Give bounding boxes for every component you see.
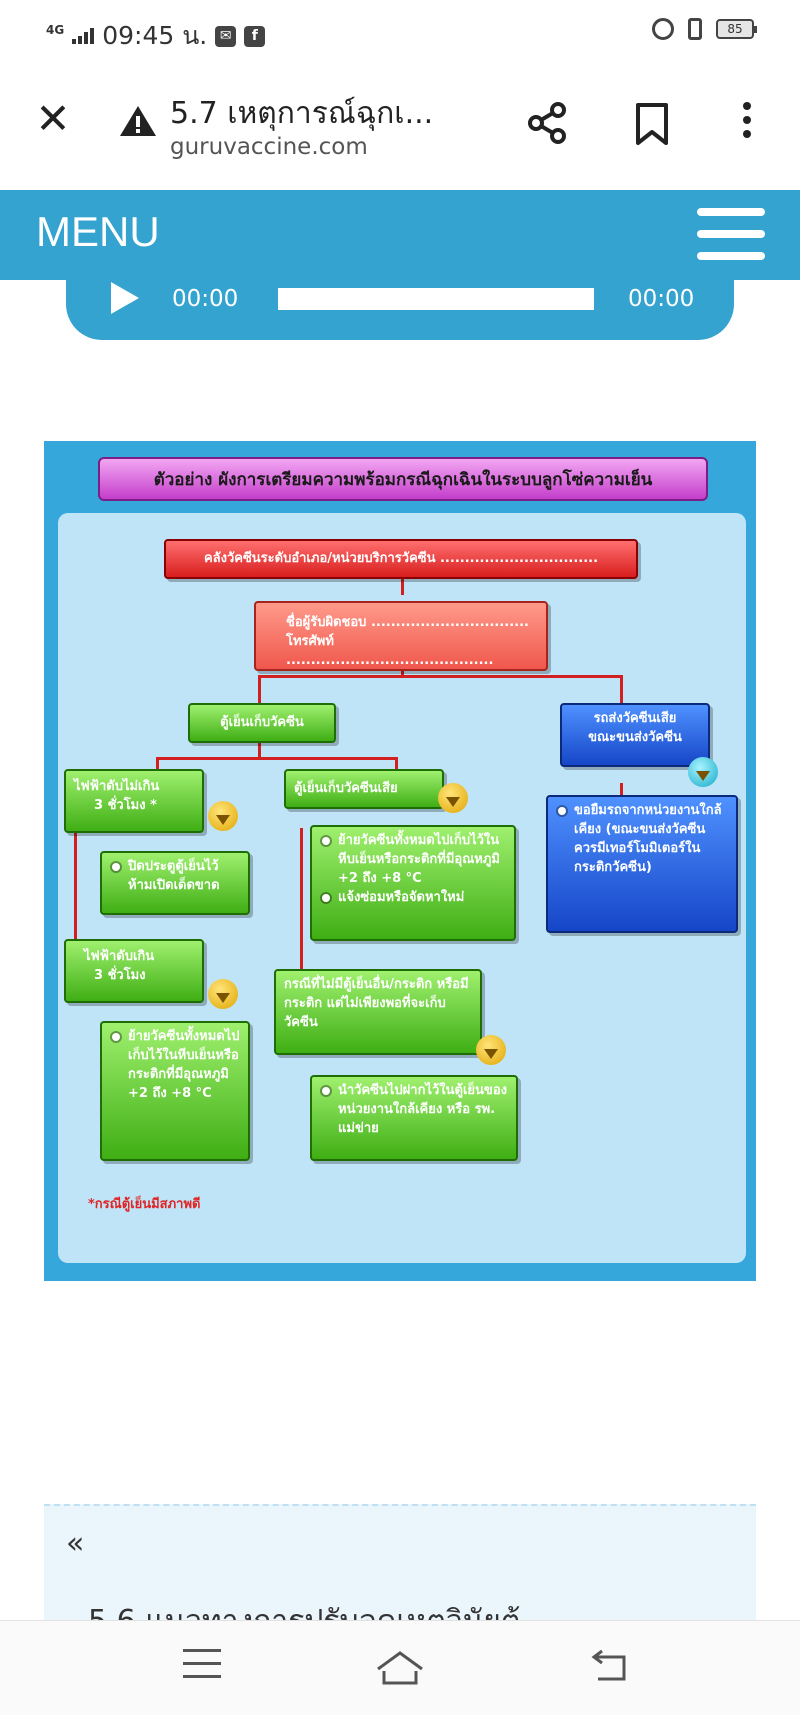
flowchart-footnote: *กรณีตู้เย็นมีสภาพดี — [88, 1197, 201, 1212]
vehicle-broken-line1: รถส่งวัคซีนเสีย — [593, 711, 677, 726]
menu-label[interactable]: MENU — [36, 208, 160, 255]
browser-toolbar: ✕ 5.7 เหตุการณ์ฉุกเ... guruvaccine.com — [0, 62, 800, 190]
fridge-broken-action-box: ย้ายวัคซีนทั้งหมดไปเก็บไว้ในหีบเย็นหรือก… — [310, 825, 516, 941]
progress-track[interactable] — [278, 288, 594, 310]
flowchart-title: ตัวอย่าง ผังการเตรียมความพร้อมกรณีฉุกเฉิ… — [98, 457, 708, 501]
network-type: 4G — [46, 23, 65, 37]
page-title[interactable]: 5.7 เหตุการณ์ฉุกเ... — [170, 96, 434, 131]
arrow-down-icon — [438, 783, 468, 813]
responsible-contact-box: ชื่อผู้รับผิดชอบ .......................… — [254, 601, 548, 671]
flowchart-image: ตัวอย่าง ผังการเตรียมความพร้อมกรณีฉุกเฉิ… — [44, 441, 756, 1281]
arrow-down-icon — [208, 979, 238, 1009]
outage-short-line1: ไฟฟ้าดับไม่เกิน — [74, 779, 160, 794]
home-icon[interactable] — [374, 1649, 426, 1687]
arrow-down-icon — [208, 801, 238, 831]
page-domain[interactable]: guruvaccine.com — [170, 134, 368, 160]
outage-short-line2: 3 ชั่วโมง * — [94, 798, 157, 813]
vaccine-fridge-box: ตู้เย็นเก็บวัคซีน — [188, 703, 336, 743]
arrow-down-icon — [688, 757, 718, 787]
current-time: 00:00 — [172, 286, 239, 312]
fridge-broken-box: ตู้เย็นเก็บวัคซีนเสีย — [284, 769, 444, 809]
no-fridge-box: กรณีที่ไม่มีตู้เย็นอื่น/กระติก หรือมีกระ… — [274, 969, 482, 1055]
long-outage-action-box: ย้ายวัคซีนทั้งหมดไปเก็บไว้ในหีบเย็นหรือก… — [100, 1021, 250, 1161]
outage-long-box: ไฟฟ้าดับเกิน 3 ชั่วโมง — [64, 939, 204, 1003]
district-store-box: คลังวัคซีนระดับอำเภอ/หน่วยบริการวัคซีน .… — [164, 539, 638, 579]
outage-short-box: ไฟฟ้าดับไม่เกิน 3 ชั่วโมง * — [64, 769, 204, 833]
door-action-item: ปิดประตูตู้เย็นไว้ห้ามเปิดเด็ดขาด — [110, 857, 240, 895]
flowchart-panel: คลังวัคซีนระดับอำเภอ/หน่วยบริการวัคซีน .… — [58, 513, 746, 1263]
battery-icon: 85 — [716, 19, 757, 39]
play-icon[interactable] — [111, 282, 139, 314]
more-options-icon[interactable] — [735, 102, 759, 146]
deposit-action-item: นำวัคซีนไปฝากไว้ในตู้เย็นของหน่วยงานใกล้… — [320, 1081, 508, 1138]
previous-arrow-icon[interactable]: « — [66, 1526, 85, 1561]
facebook-icon: f — [244, 25, 266, 47]
total-time: 00:00 — [628, 286, 695, 312]
back-icon[interactable] — [590, 1649, 630, 1683]
signal-icon — [72, 28, 95, 44]
deposit-action-box: นำวัคซีนไปฝากไว้ในตู้เย็นของหน่วยงานใกล้… — [310, 1075, 518, 1161]
share-icon[interactable] — [524, 100, 570, 146]
system-navigation-bar — [0, 1620, 800, 1715]
vehicle-broken-box: รถส่งวัคซีนเสีย ขณะขนส่งวัคซีน — [560, 703, 710, 767]
status-right: 85 — [652, 18, 757, 40]
vehicle-action-item: ขอยืมรถจากหน่วยงานใกล้เคียง (ขณะขนส่งวัค… — [556, 801, 728, 877]
responsible-name: ชื่อผู้รับผิดชอบ .......................… — [286, 615, 529, 630]
broken-action-item: ย้ายวัคซีนทั้งหมดไปเก็บไว้ในหีบเย็นหรือก… — [320, 831, 506, 888]
arrow-down-icon — [476, 1035, 506, 1065]
site-menu-bar: MENU — [0, 190, 800, 280]
responsible-phone: โทรศัพท์ ...............................… — [286, 634, 494, 668]
vehicle-broken-line2: ขณะขนส่งวัคซีน — [588, 730, 682, 745]
recent-apps-icon[interactable] — [183, 1649, 221, 1688]
hamburger-icon[interactable] — [697, 208, 765, 264]
alarm-icon — [652, 18, 674, 40]
status-left: 4G 09:45 น. ✉ f — [46, 16, 266, 56]
vehicle-action-box: ขอยืมรถจากหน่วยงานใกล้เคียง (ขณะขนส่งวัค… — [546, 795, 738, 933]
close-icon[interactable]: ✕ — [35, 94, 71, 143]
warning-icon[interactable] — [118, 104, 158, 138]
clock: 09:45 น. — [102, 21, 208, 50]
door-action-box: ปิดประตูตู้เย็นไว้ห้ามเปิดเด็ดขาด — [100, 851, 250, 915]
outage-long-line1: ไฟฟ้าดับเกิน — [84, 949, 155, 964]
bookmark-icon[interactable] — [632, 102, 672, 146]
outage-long-line2: 3 ชั่วโมง — [94, 968, 146, 983]
long-action-item: ย้ายวัคซีนทั้งหมดไปเก็บไว้ในหีบเย็นหรือก… — [110, 1027, 240, 1103]
mail-icon: ✉ — [215, 25, 237, 47]
vibrate-icon — [688, 18, 702, 40]
broken-action-item: แจ้งซ่อมหรือจัดหาใหม่ — [320, 888, 506, 907]
status-bar: 4G 09:45 น. ✉ f 85 — [0, 0, 800, 62]
audio-player: 00:00 00:00 — [66, 272, 734, 340]
